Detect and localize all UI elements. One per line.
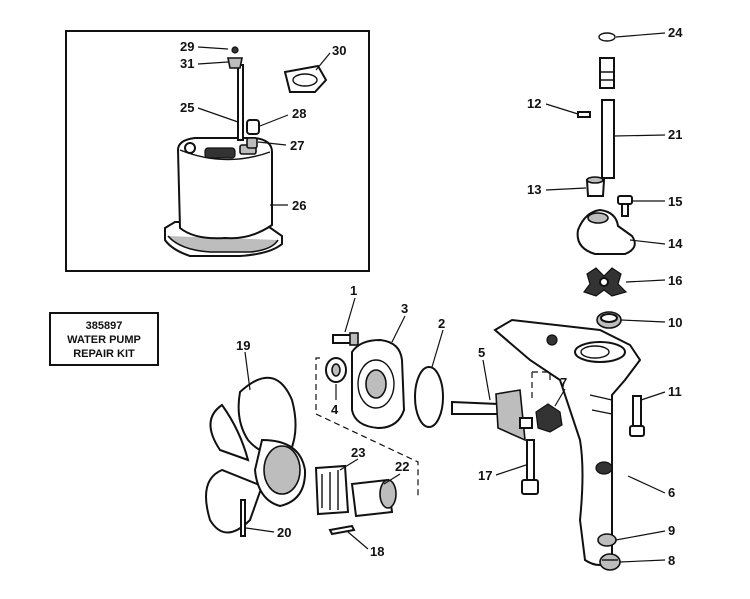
part-17-stud bbox=[521, 439, 539, 495]
part-11-bolt bbox=[629, 395, 645, 437]
part-23-thrust-hub bbox=[314, 464, 350, 516]
dashed-leader-gearcase bbox=[531, 371, 551, 400]
callout-14: 14 bbox=[668, 236, 683, 251]
repair-kit-box bbox=[49, 312, 159, 366]
callout-31: 31 bbox=[180, 56, 194, 71]
kit-title-line2: REPAIR KIT bbox=[73, 348, 135, 360]
callout-labels: 29 31 30 25 28 27 26 24 12 21 13 15 14 1… bbox=[180, 25, 683, 568]
part-18-shear-pin bbox=[328, 524, 356, 536]
callout-10: 10 bbox=[668, 315, 682, 330]
callout-27: 27 bbox=[290, 138, 304, 153]
callout-5: 5 bbox=[478, 345, 485, 360]
callout-12: 12 bbox=[527, 96, 541, 111]
part-16-impeller bbox=[583, 267, 628, 297]
callout-21: 21 bbox=[668, 127, 682, 142]
callout-22: 22 bbox=[395, 459, 409, 474]
callout-28: 28 bbox=[292, 106, 306, 121]
inset-frame bbox=[65, 30, 370, 272]
callout-18: 18 bbox=[370, 544, 384, 559]
callout-9: 9 bbox=[668, 523, 675, 538]
part-8-cap bbox=[599, 553, 621, 571]
part-4-spacer bbox=[325, 357, 347, 383]
part-26-exhaust-housing bbox=[164, 137, 283, 257]
part-24-o-ring bbox=[598, 32, 616, 42]
callout-1: 1 bbox=[350, 283, 357, 298]
callout-7: 7 bbox=[560, 375, 567, 390]
callout-17: 17 bbox=[478, 468, 492, 483]
callout-13: 13 bbox=[527, 182, 541, 197]
dashed-bracket bbox=[315, 357, 419, 496]
part-25-water-tube bbox=[237, 64, 244, 141]
callout-11: 11 bbox=[668, 384, 682, 399]
callout-2: 2 bbox=[438, 316, 445, 331]
callout-3: 3 bbox=[401, 301, 408, 316]
callout-20: 20 bbox=[277, 525, 291, 540]
part-9-seal bbox=[597, 533, 617, 547]
part-6-gearcase bbox=[493, 318, 642, 566]
part-2-o-ring bbox=[414, 366, 444, 428]
part-20-cotter-pin bbox=[240, 499, 246, 537]
callout-29: 29 bbox=[180, 39, 194, 54]
callout-26: 26 bbox=[292, 198, 306, 213]
callout-30: 30 bbox=[332, 43, 346, 58]
callout-24: 24 bbox=[668, 25, 683, 40]
callout-4: 4 bbox=[331, 402, 339, 417]
part-7-pinion-gear bbox=[535, 403, 563, 433]
part-22-drive-hub bbox=[350, 478, 397, 518]
callout-25: 25 bbox=[180, 100, 194, 115]
part-13-bushing bbox=[585, 176, 606, 197]
part-14-pump-housing bbox=[576, 208, 636, 255]
callout-8: 8 bbox=[668, 553, 675, 568]
kit-part-number: 385897 bbox=[86, 320, 123, 332]
leader-lines bbox=[197, 32, 666, 563]
part-28-grommet bbox=[246, 119, 260, 135]
part-10-liner bbox=[596, 311, 622, 329]
part-15-screw bbox=[617, 195, 633, 217]
part-29-ball bbox=[231, 46, 239, 54]
part-1-bolt bbox=[332, 332, 359, 346]
part-12-pin bbox=[577, 111, 591, 118]
part-19-propeller bbox=[205, 376, 307, 534]
callout-19: 19 bbox=[236, 338, 250, 353]
part-27-seal bbox=[246, 137, 258, 149]
callout-6: 6 bbox=[668, 485, 675, 500]
callout-16: 16 bbox=[668, 273, 682, 288]
callout-15: 15 bbox=[668, 194, 682, 209]
part-3-bearing-carrier bbox=[351, 338, 406, 430]
part-21-driveshaft bbox=[599, 57, 615, 179]
part-30-gasket bbox=[283, 64, 328, 93]
callout-23: 23 bbox=[351, 445, 365, 460]
part-31-nut bbox=[227, 57, 243, 69]
part-5-prop-shaft bbox=[451, 389, 533, 442]
kit-title-line1: WATER PUMP bbox=[67, 334, 141, 346]
